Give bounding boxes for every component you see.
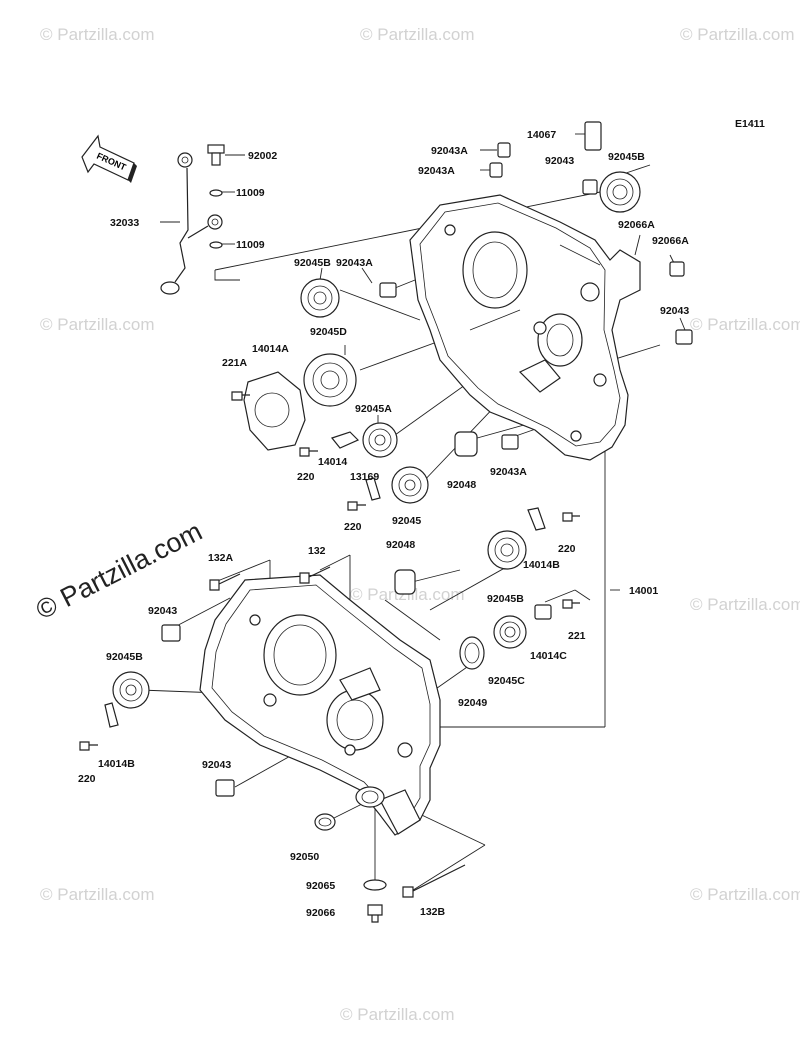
callout-92043: 92043 xyxy=(148,605,177,617)
callout-92049: 92049 xyxy=(458,697,487,709)
washer-11009 xyxy=(209,189,223,197)
callout-132: 132 xyxy=(308,545,326,557)
oil-pipe xyxy=(160,152,223,295)
washer-11009 xyxy=(209,241,223,249)
callout-32033: 32033 xyxy=(110,217,139,229)
callout-220: 220 xyxy=(297,471,315,483)
callout-92045B: 92045B xyxy=(608,151,645,163)
crankcase-upper-right xyxy=(409,194,641,461)
banjo-bolt-92002 xyxy=(207,144,225,166)
callout-92066A: 92066A xyxy=(652,235,689,247)
retainer-plates xyxy=(104,371,546,728)
callout-92045B: 92045B xyxy=(106,651,143,663)
callout-14014: 14014 xyxy=(318,456,347,468)
callout-132A: 132A xyxy=(208,552,234,564)
callout-14014B: 14014B xyxy=(98,758,135,770)
callout-220: 220 xyxy=(558,543,576,555)
callout-14014A: 14014A xyxy=(252,343,289,355)
callout-11009: 11009 xyxy=(236,239,265,251)
callout-92002: 92002 xyxy=(248,150,277,162)
callout-14014B: 14014B xyxy=(523,559,560,571)
callout-92043A: 92043A xyxy=(490,466,527,478)
watermark: © Partzilla.com xyxy=(40,315,155,334)
callout-92043: 92043 xyxy=(660,305,689,317)
watermark: © Partzilla.com xyxy=(690,595,800,614)
callout-92043: 92043 xyxy=(202,759,231,771)
callout-92048: 92048 xyxy=(386,539,415,551)
callout-92045D: 92045D xyxy=(310,326,347,338)
dowel-pins xyxy=(161,121,693,797)
watermark: © Partzilla.com xyxy=(40,25,155,44)
callout-92043A: 92043A xyxy=(418,165,455,177)
callout-92043A: 92043A xyxy=(431,145,468,157)
crankcase-lower-left xyxy=(199,574,441,836)
callout-221A: 221A xyxy=(222,357,248,369)
watermark: © Partzilla.com xyxy=(360,25,475,44)
callout-92043A: 92043A xyxy=(336,257,373,269)
callout-labels: 92002 11009 32033 11009 92043A 92043A 14… xyxy=(78,129,689,919)
callout-132B: 132B xyxy=(420,906,446,918)
bolts xyxy=(79,391,580,923)
watermark: © Partzilla.com xyxy=(690,315,800,334)
callout-14014C: 14014C xyxy=(530,650,567,662)
callout-92048: 92048 xyxy=(447,479,476,491)
callout-13169: 13169 xyxy=(350,471,379,483)
watermark: © Partzilla.com xyxy=(690,885,800,904)
diagram-code: E1411 xyxy=(735,118,765,130)
callout-92043: 92043 xyxy=(545,155,574,167)
watermark: © Partzilla.com xyxy=(680,25,795,44)
front-arrow-icon: FRONT xyxy=(81,134,137,183)
callout-92045B: 92045B xyxy=(487,593,524,605)
watermark: © Partzilla.com xyxy=(40,885,155,904)
callout-92045B: 92045B xyxy=(294,257,331,269)
callout-92050: 92050 xyxy=(290,851,319,863)
callout-11009: 11009 xyxy=(236,187,265,199)
seals xyxy=(314,431,485,891)
callout-14067: 14067 xyxy=(527,129,556,141)
callout-92045C: 92045C xyxy=(488,675,525,687)
callout-220: 220 xyxy=(344,521,362,533)
watermark-partzilla: © Partzilla.com xyxy=(31,516,207,625)
callout-92065: 92065 xyxy=(306,880,335,892)
bearings xyxy=(112,171,641,709)
watermarks: © Partzilla.com © Partzilla.com © Partzi… xyxy=(31,25,800,1024)
callout-92066: 92066 xyxy=(306,907,335,919)
watermark: © Partzilla.com xyxy=(340,1005,455,1024)
callout-221: 221 xyxy=(568,630,586,642)
callout-92045A: 92045A xyxy=(355,403,392,415)
callout-92045: 92045 xyxy=(392,515,421,527)
callout-14001: 14001 xyxy=(629,585,658,597)
callout-92066A: 92066A xyxy=(618,219,655,231)
callout-220: 220 xyxy=(78,773,96,785)
